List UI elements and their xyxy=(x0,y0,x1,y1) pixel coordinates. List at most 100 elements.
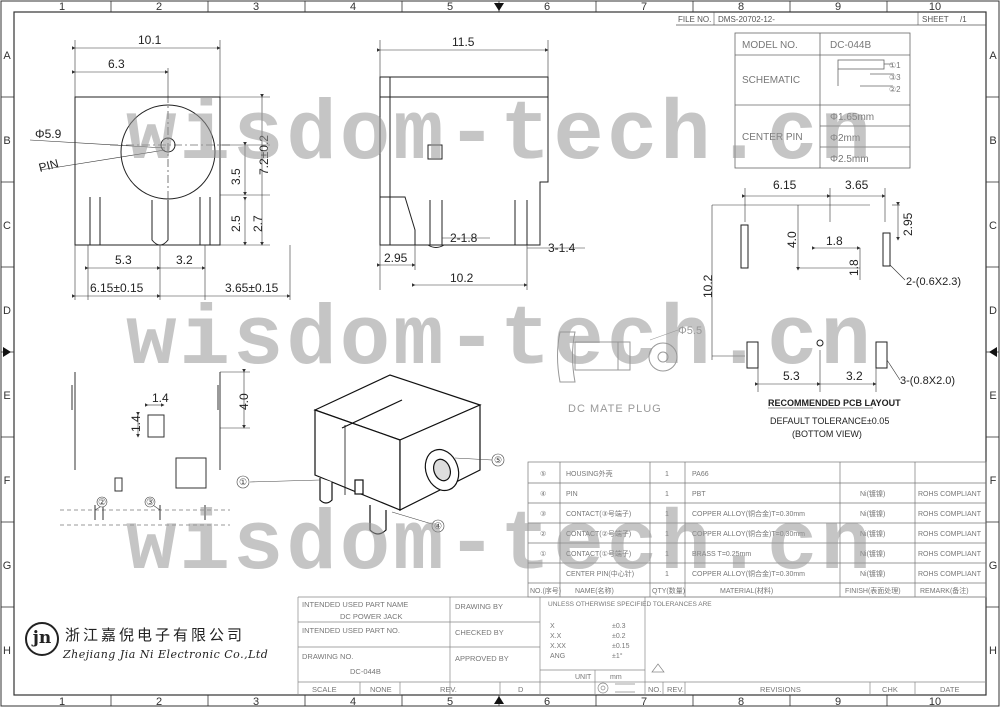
bom-cell-name: PIN xyxy=(566,491,578,498)
bom-header-name: NAME(名称) xyxy=(575,586,614,595)
bom-cell-finish: Ni(镀镍) xyxy=(860,569,885,578)
bom-header-qty: QTY(数量) xyxy=(652,586,685,595)
front-view xyxy=(29,40,291,300)
column-label-bottom: 5 xyxy=(447,696,453,707)
row-label-left: D xyxy=(3,305,11,317)
bom-cell-remark: ROHS COMPLIANT xyxy=(918,551,982,558)
balloon-1: ① xyxy=(239,477,247,487)
row-label-right: D xyxy=(989,305,997,317)
bottom-view xyxy=(60,369,250,526)
balloon-2: ② xyxy=(98,497,106,507)
company-name-en: Zhejiang Jia Ni Electronic Co.,Ltd xyxy=(63,648,269,661)
pcb-dim-d: 1.8 xyxy=(826,234,843,248)
column-label-bottom: 3 xyxy=(253,696,259,707)
pin-2-label: ②2 xyxy=(889,85,901,94)
bom-header-finish: FINISH(表面处理) xyxy=(845,586,901,595)
center-pin-label: CENTER PIN xyxy=(742,132,803,143)
title-block-text: INTENDED USED PART NAME DC POWER JACK IN… xyxy=(302,600,959,694)
isometric-view xyxy=(313,374,482,535)
pcb-dim-h: 5.3 xyxy=(783,369,800,383)
pin-3-label: ③3 xyxy=(889,73,901,82)
bom-cell-remark: ROHS COMPLIANT xyxy=(918,511,982,518)
column-label-top: 4 xyxy=(350,1,356,13)
model-no-label: MODEL NO. xyxy=(742,40,798,51)
company-logo: jn xyxy=(25,622,59,656)
column-label-top: 2 xyxy=(156,1,162,13)
dim-front-leg-offset: 2.95 xyxy=(384,251,408,265)
bottom-dim-width: 1.4 xyxy=(152,391,169,405)
column-label-bottom: 8 xyxy=(738,696,744,707)
bom-header-no: NO.(序号) xyxy=(530,586,561,595)
column-label-top: 7 xyxy=(641,1,647,13)
row-label-left: G xyxy=(3,560,12,572)
sheet-value: /1 xyxy=(960,15,967,24)
pcb-dim-e: 1.8 xyxy=(847,259,861,276)
dim-center-height: 3.5 xyxy=(229,168,243,185)
bottom-dim-depth: 1.4 xyxy=(129,415,143,432)
row-label-right: F xyxy=(990,475,997,487)
dim-center-offset: 6.3 xyxy=(108,57,125,71)
row-label-right: H xyxy=(989,645,997,657)
column-label-top: 9 xyxy=(835,1,841,13)
dim-leg-a: 2-1.8 xyxy=(450,231,478,245)
rev-value: D xyxy=(518,685,524,694)
tolerance-key: X xyxy=(550,623,555,630)
file-header: FILE NO. DMS-20702-12- SHEET /1 xyxy=(676,12,986,26)
tolerance-title: UNLESS OTHERWISE SPECIFIED TOLERANCES AR… xyxy=(548,601,712,608)
bom-table xyxy=(527,461,987,598)
center-pin-value-2: Φ2mm xyxy=(830,133,860,144)
bom-cell-material: COPPER ALLOY(铜合金)T=0.30mm xyxy=(692,529,805,538)
bottom-dim-height: 4.0 xyxy=(237,393,251,410)
dim-pin-offset-b: 3.65±0.15 xyxy=(225,281,279,295)
row-label-right: B xyxy=(989,135,996,147)
column-label-top: 8 xyxy=(738,1,744,13)
bom-cell-qty: 1 xyxy=(665,491,669,498)
schematic-label: SCHEMATIC xyxy=(742,75,800,86)
drawing-no-value: DC-044B xyxy=(350,667,381,676)
approved-by-label: APPROVED BY xyxy=(455,654,509,663)
column-label-top: 3 xyxy=(253,1,259,13)
rev-label: REV. xyxy=(440,685,457,694)
bom-cell-name: CONTACT(②号端子) xyxy=(566,529,631,538)
column-label-bottom: 4 xyxy=(350,696,356,707)
bom-cell-finish: Ni(镀镍) xyxy=(860,529,885,538)
intended-no-label: INTENDED USED PART NO. xyxy=(302,626,400,635)
dc-mate-plug-text: Φ5.5 DC MATE PLUG xyxy=(568,325,702,415)
bom-cell-no: ② xyxy=(540,530,546,538)
row-label-left: C xyxy=(3,220,11,232)
side-view-dims: 11.5 2-1.8 3-1.4 2.95 10.2 xyxy=(384,35,576,285)
side-view xyxy=(377,40,585,290)
column-label-bottom: 6 xyxy=(544,696,550,707)
part-balloons: ① ② ③ ④ ⑤ xyxy=(94,453,505,533)
bom-cell-no: ⑤ xyxy=(540,470,546,478)
model-no-value: DC-044B xyxy=(830,40,871,51)
pcb-dim-f: 2.95 xyxy=(901,212,915,236)
revisions-label: REVISIONS xyxy=(760,685,801,694)
unit-value: mm xyxy=(610,674,622,681)
plug-diameter: Φ5.5 xyxy=(678,325,702,337)
scale-label: SCALE xyxy=(312,685,337,694)
balloon-3: ③ xyxy=(146,497,154,507)
balloon-4: ④ xyxy=(434,521,442,531)
revision-col-label: REV. xyxy=(667,685,684,694)
pcb-hole-callout-b: 3-(0.8X2.0) xyxy=(900,375,955,387)
dim-pin-label: PIN xyxy=(37,156,60,175)
file-no-label: FILE NO. xyxy=(678,15,711,24)
title-block-lines xyxy=(297,596,986,695)
bom-cell-material: PBT xyxy=(692,491,706,498)
plug-label: DC MATE PLUG xyxy=(568,403,662,415)
row-label-right: E xyxy=(989,390,996,402)
intended-part-label: INTENDED USED PART NAME xyxy=(302,600,408,609)
dim-pin-length-b: 2.7 xyxy=(251,215,265,232)
drawing-no-label: DRAWING NO. xyxy=(302,652,353,661)
dim-leg-b: 3-1.4 xyxy=(548,241,576,255)
column-label-top: 6 xyxy=(544,1,550,13)
front-view-dims: 10.1 6.3 Φ5.9 PIN 7.2±0.2 3.5 2.5 2.7 5.… xyxy=(35,33,279,295)
balloon-5: ⑤ xyxy=(494,455,502,465)
bom-cell-remark: ROHS COMPLIANT xyxy=(918,491,982,498)
revision-no-label: NO. xyxy=(648,685,661,694)
unit-label: UNIT xyxy=(575,674,592,681)
pcb-hole-callout-a: 2-(0.6X2.3) xyxy=(906,276,961,288)
